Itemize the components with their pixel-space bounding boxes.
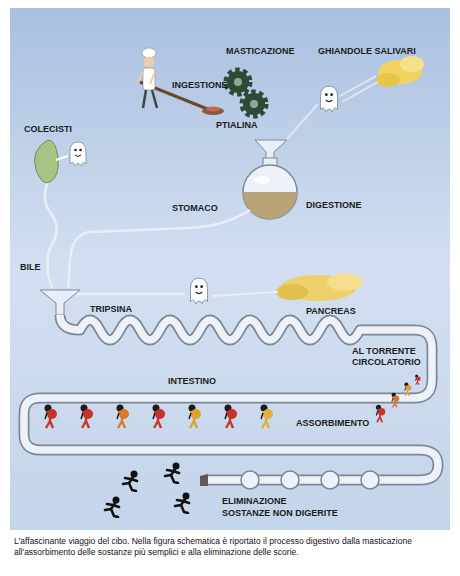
eliminated-figures-part [165,463,180,484]
gears [227,71,265,115]
gears-part [234,78,242,86]
pancreas-part [212,292,278,296]
chef-figure-part [143,90,157,108]
pancreas-part [190,278,207,304]
part-label: PTIALINA [216,120,258,131]
absorbing-figures-part [261,405,274,429]
chef-figure-part [143,68,155,90]
figure-caption: L'affascinante viaggio del cibo. Nella f… [14,536,446,558]
intestine-part [241,471,259,489]
saliva-gland-part [286,104,318,140]
background-panel [10,8,450,530]
absorbing-figures-part [81,405,94,429]
saliva-gland-part [340,76,378,102]
absorbing-figures-part [189,405,202,429]
gears-part [250,100,258,108]
eliminated-figures-part [123,471,138,492]
gallbladder-part [56,156,68,160]
saliva-gland-part [376,73,400,87]
intestine-part [281,471,299,489]
intestine [24,290,438,489]
funnel-and-stomach-part [243,192,297,219]
part-label: AL TORRENTE CIRCOLATORIO [352,346,424,368]
tubes-part [45,182,57,288]
part-label: GHIANDOLE SALIVARI [318,46,416,57]
gears-part [243,93,265,115]
chef-figure-part [144,57,155,68]
eliminated-figures-part [175,493,190,514]
part-label: SOSTANZE NON DIGERITE [222,508,338,519]
part-label: TRIPSINA [90,304,132,315]
absorbing-figures-part [153,405,166,429]
pancreas-part [276,284,308,300]
gears-part [227,71,249,93]
pancreas-part [327,273,363,291]
intestine-part [24,315,438,480]
part-label: COLECISTI [24,124,72,135]
absorbing-figures-part [404,382,411,395]
intestine-part [321,471,339,489]
part-label: INGESTIONE [172,80,228,91]
part-label: ELIMINAZIONE [222,496,287,507]
gallbladder-part [70,142,86,166]
part-label: INTESTINO [168,376,216,387]
gallbladder [35,140,87,183]
intestine-part [361,471,379,489]
part-label: PANCREAS [306,306,356,317]
chef-figure-part [202,107,224,115]
pancreas [190,273,363,304]
chef-figure-part [206,107,220,112]
absorbing-figures-part [225,405,238,429]
eliminated-figures-part [105,497,120,518]
eliminated-figures [105,463,190,518]
funnel-and-stomach-part [254,176,270,184]
funnel-and-stomach-part [243,165,297,219]
gallbladder-part [35,140,59,183]
absorbing-figures-part [117,405,130,429]
absorbing-figures-part [45,405,58,429]
part-label: ASSORBIMENTO [296,418,369,429]
saliva-gland [286,56,424,140]
absorbing-figures-part [415,375,420,385]
chef-figure-part [138,72,155,84]
tubes-part [68,210,250,288]
intestine-part [200,474,208,486]
part-label: MASTICAZIONE [226,46,295,57]
funnel-and-stomach [243,140,297,219]
absorbing-figures-part [392,393,400,408]
absorbing-figures [45,375,421,428]
saliva-gland-part [400,56,424,72]
tubes [45,182,250,294]
intestine-part [24,315,438,480]
tubes-part [76,293,185,296]
part-label: BILE [20,262,41,273]
saliva-gland-part [320,86,337,112]
absorbing-figures-part [376,405,385,423]
part-label: DIGESTIONE [306,200,362,211]
intestine-part [40,290,80,315]
part-label: STOMACO [172,203,218,214]
